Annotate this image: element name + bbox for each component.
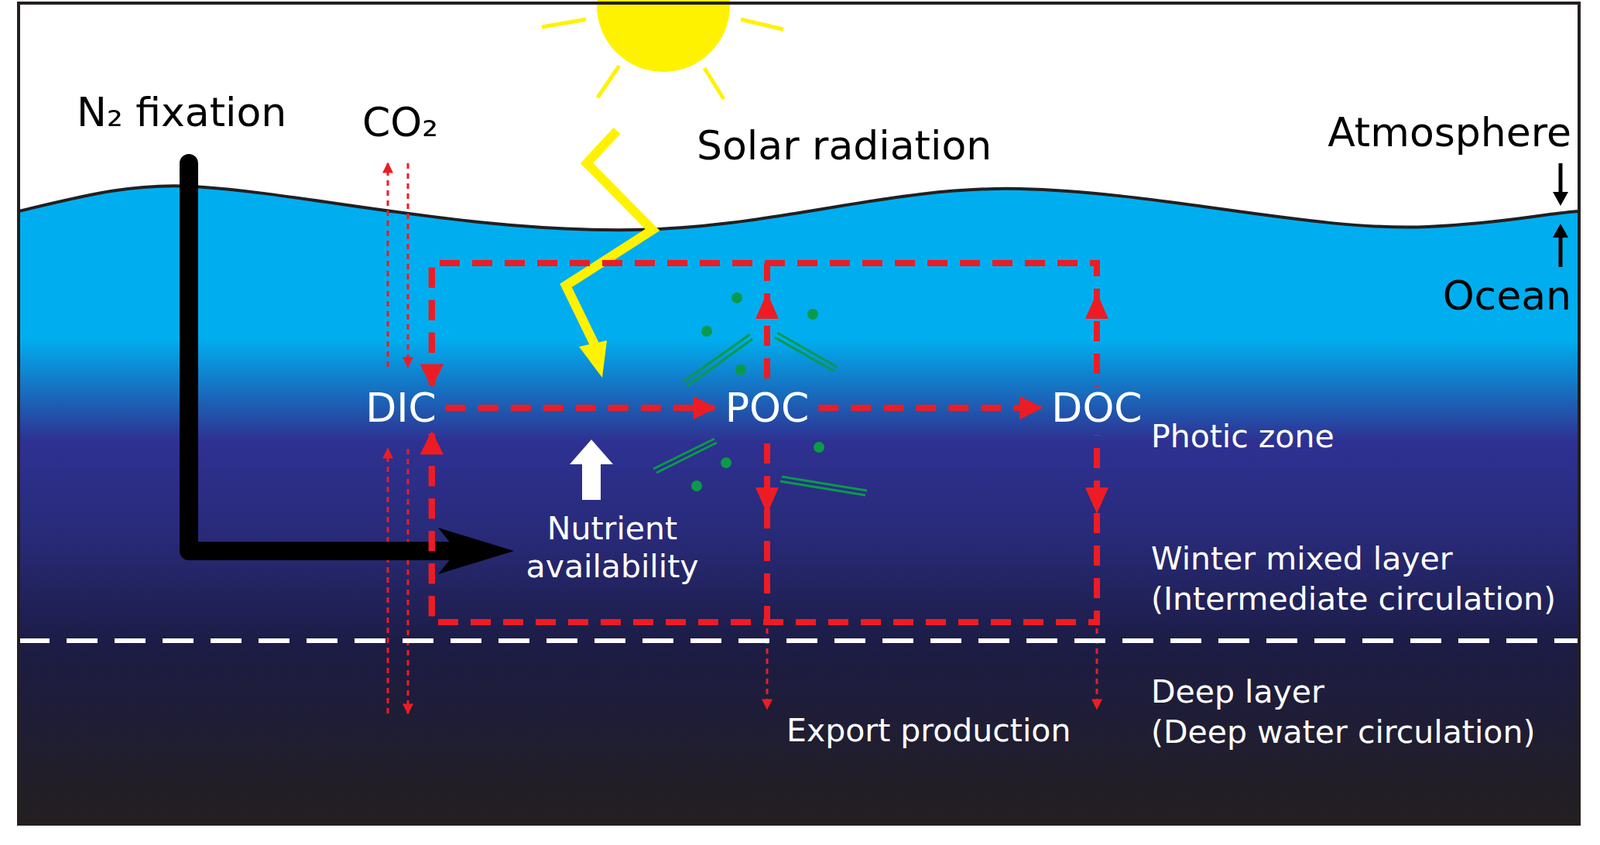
nitrogen-arrow <box>188 163 514 575</box>
nutrient-arrow <box>569 439 614 501</box>
carbon-pool: POC <box>722 383 813 432</box>
diagram-label: Nutrient availability <box>488 510 737 586</box>
carbon-flow <box>431 263 1097 388</box>
diagram-label: Ocean <box>1442 271 1572 320</box>
carbon-flow <box>431 433 1097 623</box>
interface-arrows <box>1552 163 1569 268</box>
diagram-label: N₂ fixation <box>76 88 287 137</box>
co2-exchange <box>387 163 408 714</box>
diagram-label: CO₂ <box>362 98 439 147</box>
diagram-label: Export production <box>786 712 1071 751</box>
sun <box>541 0 784 100</box>
layer-boundary <box>18 638 1580 644</box>
carbon-flow <box>431 263 768 388</box>
diagram-label: Atmosphere <box>1327 108 1572 157</box>
diagram-label: (Deep water circulation) <box>1151 713 1535 752</box>
phytoplankton <box>653 292 867 496</box>
pool-name: DIC <box>365 383 437 432</box>
solar-ray <box>565 130 653 378</box>
wave-line <box>18 185 1580 230</box>
frame <box>18 3 1580 825</box>
diagram-label: Winter mixed layer <box>1151 540 1453 579</box>
diagram-label: Photic zone <box>1151 417 1335 456</box>
diagram-label: Deep layer <box>1151 673 1325 712</box>
carbon-pool: DOC <box>1048 383 1145 432</box>
carbon-pool: DIC <box>362 383 440 432</box>
carbon-flow <box>445 404 715 412</box>
pool-name: POC <box>725 383 810 432</box>
diagram-label: (Intermediate circulation) <box>1151 580 1556 619</box>
pool-name: DOC <box>1051 383 1142 432</box>
carbon-flow <box>431 433 768 623</box>
ocean-body <box>18 185 1580 825</box>
diagram-label: Solar radiation <box>696 121 992 170</box>
carbon-flow <box>818 404 1041 412</box>
